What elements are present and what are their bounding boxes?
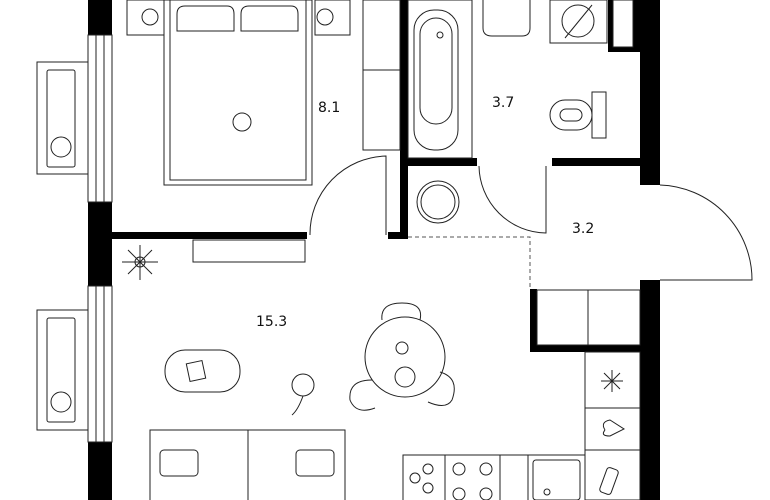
sink <box>482 0 531 37</box>
laundry-basket <box>416 180 460 224</box>
radiator <box>36 309 89 431</box>
bathroom-door[interactable] <box>478 165 547 234</box>
tv-stand <box>192 239 306 263</box>
kitchen-counter <box>402 454 586 500</box>
washing-machine <box>549 0 608 44</box>
window <box>87 285 113 443</box>
cooktop-icon <box>452 462 493 500</box>
pillow <box>176 5 235 32</box>
room-area-living: 15.3 <box>256 314 287 330</box>
fan-icon <box>50 136 72 158</box>
kitchen-wall <box>530 345 640 352</box>
entrance-door[interactable] <box>659 184 753 281</box>
hallway: 3.2 <box>408 180 753 289</box>
room-area-hallway: 3.2 <box>572 221 594 237</box>
plate-icon <box>395 341 409 355</box>
fruit-bowl-icon <box>394 366 416 388</box>
bed <box>163 0 313 186</box>
bedroom: 8.1 <box>126 0 401 236</box>
cushion <box>295 449 335 477</box>
cushion <box>159 449 199 477</box>
exterior-wall <box>88 442 112 500</box>
kettle-icon <box>422 463 434 475</box>
window <box>87 34 113 203</box>
chair <box>427 371 455 406</box>
bathroom-wall <box>552 158 642 166</box>
zone-boundary <box>408 236 531 289</box>
lamp-icon <box>316 8 334 26</box>
book-icon <box>185 359 207 383</box>
dining-table <box>364 316 446 398</box>
cat-icon <box>232 112 252 132</box>
living-kitchen: 15.3 <box>122 239 641 500</box>
lamp-icon <box>141 8 159 26</box>
exterior-wall <box>640 280 660 500</box>
room-area-bathroom: 3.7 <box>492 95 514 111</box>
bathroom: 3.7 <box>407 0 608 234</box>
cat-icon <box>291 373 315 397</box>
hall-wall <box>388 232 408 239</box>
chair <box>349 379 376 411</box>
water-drop-icon <box>602 419 626 437</box>
windows <box>87 34 113 443</box>
coffee-table <box>164 349 241 393</box>
exterior-wall <box>640 0 660 185</box>
fan-icon <box>50 391 72 413</box>
kitchen-sink <box>532 459 581 500</box>
nightstand <box>314 0 351 36</box>
bathroom-wall <box>400 0 408 239</box>
toilet-tank <box>591 91 607 139</box>
kitchen-wall <box>530 289 537 351</box>
bedroom-wall <box>112 232 307 239</box>
bedroom-door[interactable] <box>309 155 387 236</box>
exterior-wall <box>88 0 112 35</box>
plant-icon <box>122 245 158 280</box>
room-area-bedroom: 8.1 <box>318 100 340 116</box>
kitchen-column <box>584 351 641 500</box>
freezer-icon <box>601 370 623 392</box>
bathtub <box>407 0 473 159</box>
exterior-wall <box>88 202 112 286</box>
walls <box>88 0 660 500</box>
chair <box>381 302 422 321</box>
remote-icon <box>599 467 619 495</box>
pillow <box>240 5 299 32</box>
shaft <box>612 0 634 48</box>
bathroom-wall <box>400 158 477 166</box>
radiator <box>36 61 89 175</box>
wardrobe <box>362 0 401 151</box>
toilet <box>549 99 593 131</box>
radiators <box>36 61 89 431</box>
